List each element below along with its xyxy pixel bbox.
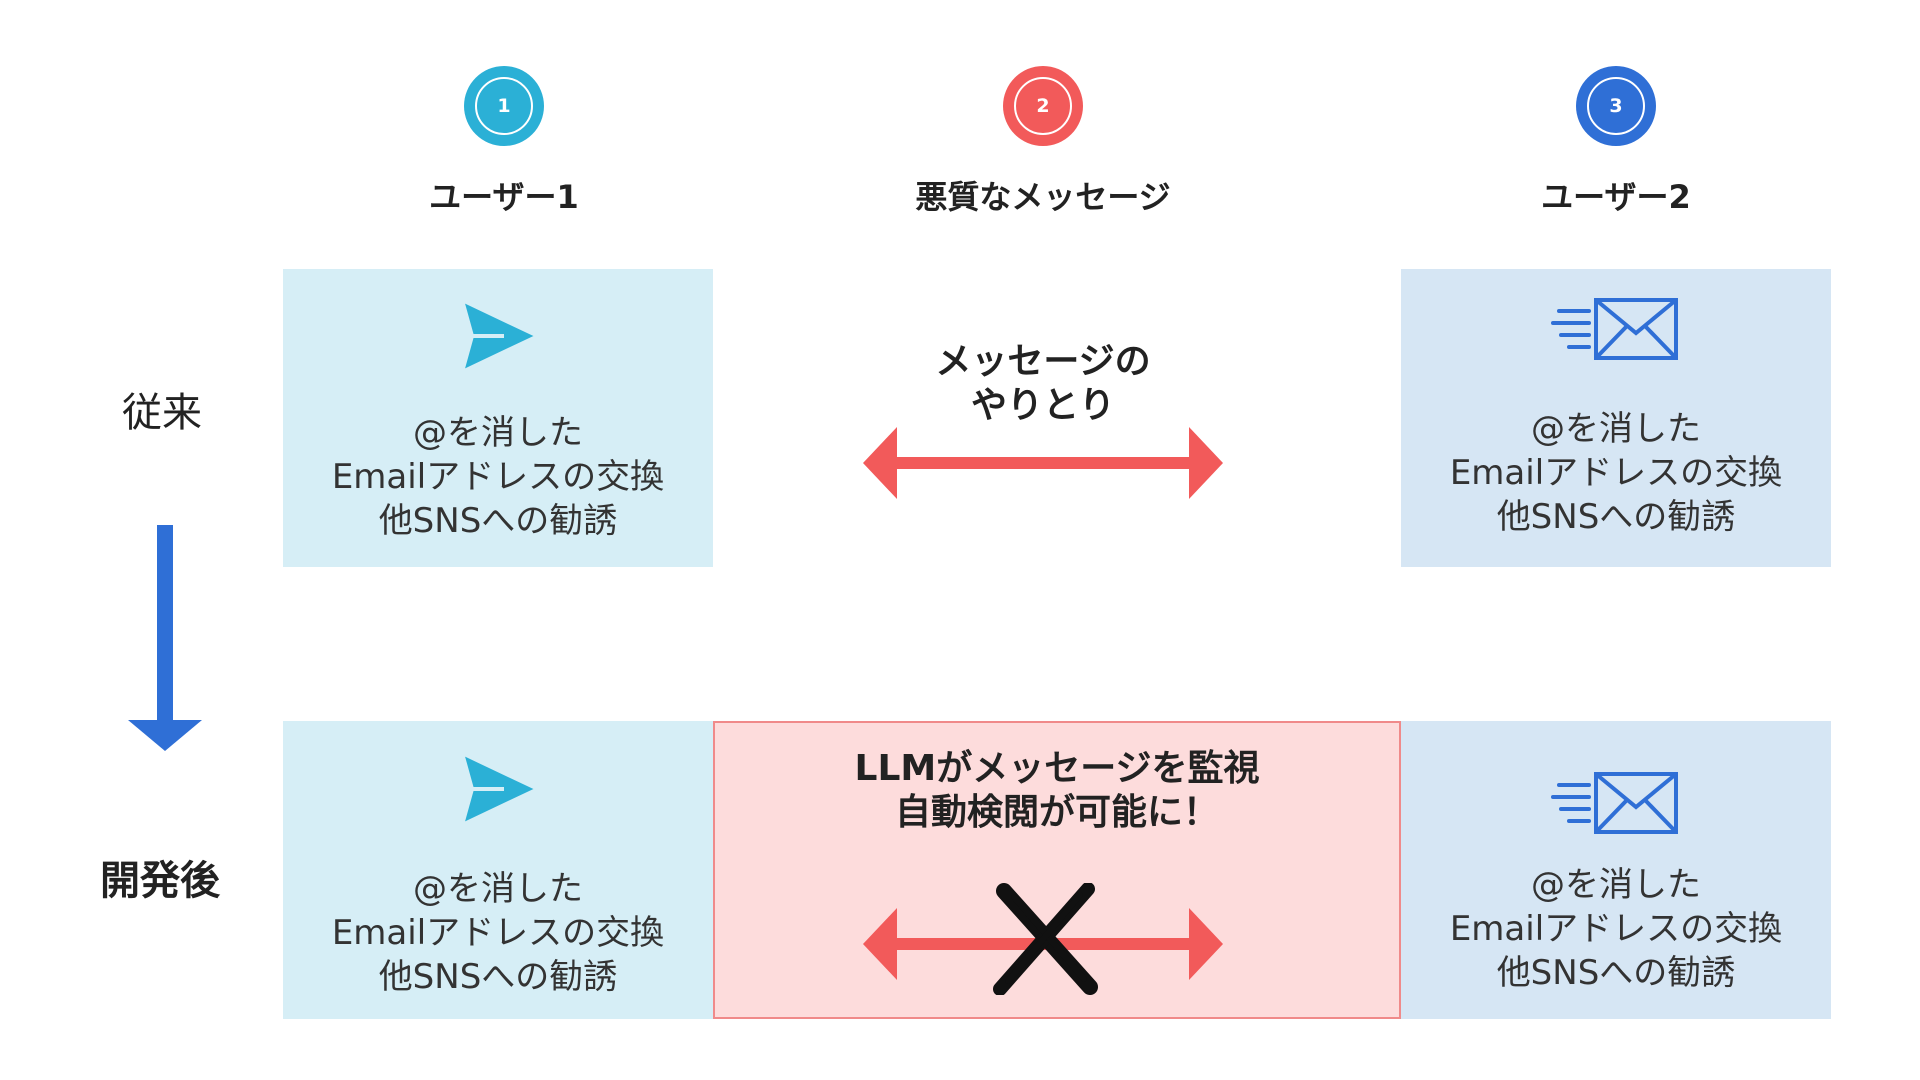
monitor-line-2: 自動検閲が可能に！	[894, 792, 1219, 833]
user1-box-text: @を消した Emailアドレスの交換 他SNSへの勧誘	[283, 411, 713, 543]
box-line-3: 他SNSへの勧誘	[378, 957, 618, 997]
box-line-2: Emailアドレスの交換	[1449, 909, 1783, 949]
step-3-number: 3	[1587, 77, 1645, 135]
step-2-number: 2	[1014, 77, 1072, 135]
step-3-label: ユーザー2	[1541, 178, 1691, 216]
box-line-1: @を消した	[1531, 865, 1701, 905]
box-line-3: 他SNSへの勧誘	[1496, 953, 1736, 993]
box-line-3: 他SNSへの勧誘	[378, 501, 618, 541]
paper-plane-icon	[460, 751, 540, 827]
step-2-label: 悪質なメッセージ	[915, 178, 1171, 216]
row-label-after: 開発後	[100, 858, 220, 904]
user2-box-text: @を消した Emailアドレスの交換 他SNSへの勧誘	[1401, 863, 1831, 995]
llm-monitor-box: LLMがメッセージを監視 自動検閲が可能に！	[713, 721, 1401, 1019]
box-line-2: Emailアドレスの交換	[331, 457, 665, 497]
step-1-circle: 1	[464, 66, 544, 146]
exchange-line-2: やりとり	[970, 385, 1115, 426]
user1-box-text: @を消した Emailアドレスの交換 他SNSへの勧誘	[283, 867, 713, 999]
row-label-before: 従来	[122, 390, 202, 436]
user2-box-before: @を消した Emailアドレスの交換 他SNSへの勧誘	[1401, 269, 1831, 567]
box-line-3: 他SNSへの勧誘	[1496, 497, 1736, 537]
x-mark-icon	[993, 883, 1098, 995]
monitor-line-1: LLMがメッセージを監視	[854, 748, 1260, 789]
progress-down-arrow	[128, 525, 202, 751]
box-line-1: @を消した	[413, 413, 583, 453]
step-2-circle: 2	[1003, 66, 1083, 146]
box-line-1: @を消した	[1531, 409, 1701, 449]
box-line-2: Emailアドレスの交換	[1449, 453, 1783, 493]
user1-box-before: @を消した Emailアドレスの交換 他SNSへの勧誘	[283, 269, 713, 567]
step-1-label: ユーザー1	[429, 178, 579, 216]
paper-plane-icon	[460, 298, 540, 374]
step-3-circle: 3	[1576, 66, 1656, 146]
user2-box-text: @を消した Emailアドレスの交換 他SNSへの勧誘	[1401, 407, 1831, 539]
step-1-number: 1	[475, 77, 533, 135]
monitor-text: LLMがメッセージを監視 自動検閲が可能に！	[715, 747, 1399, 835]
envelope-icon	[1551, 298, 1678, 360]
exchange-text: メッセージの やりとり	[863, 340, 1223, 428]
envelope-icon	[1551, 772, 1678, 834]
box-line-1: @を消した	[413, 869, 583, 909]
box-line-2: Emailアドレスの交換	[331, 913, 665, 953]
exchange-line-1: メッセージの	[935, 341, 1151, 382]
user1-box-after: @を消した Emailアドレスの交換 他SNSへの勧誘	[283, 721, 713, 1019]
exchange-double-arrow	[863, 427, 1223, 499]
user2-box-after: @を消した Emailアドレスの交換 他SNSへの勧誘	[1401, 721, 1831, 1019]
